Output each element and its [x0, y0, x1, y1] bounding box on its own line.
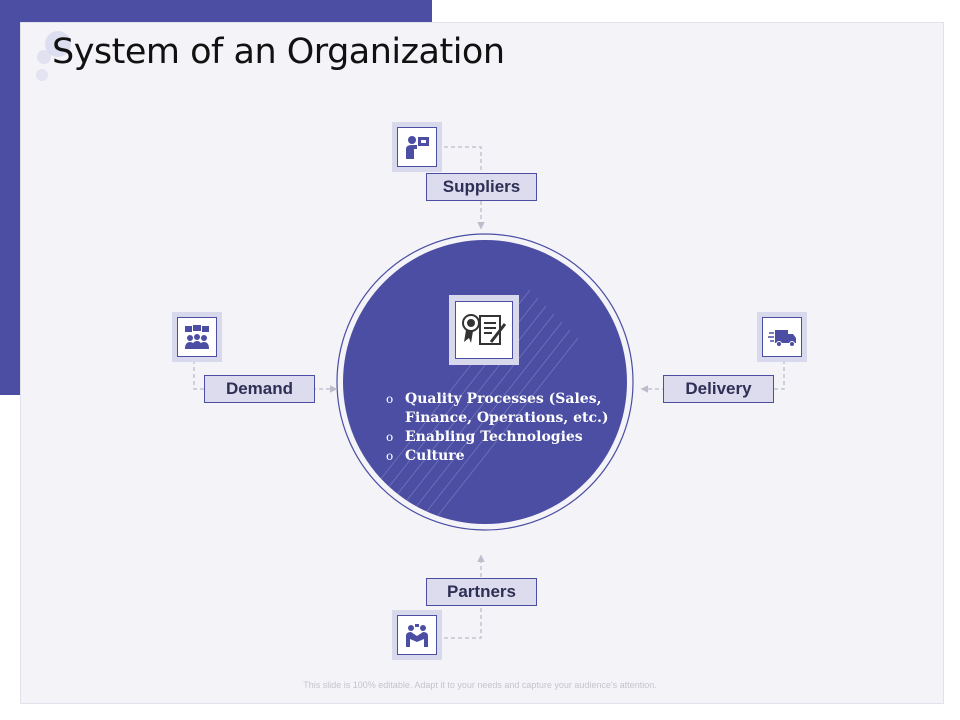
center-disk — [343, 240, 627, 524]
delivery-truck-icon — [768, 330, 796, 347]
suppliers-label: Suppliers — [426, 173, 537, 201]
presenter-icon — [406, 136, 429, 159]
demand-label: Demand — [204, 375, 315, 403]
bullet-marker: o — [386, 392, 394, 406]
center-icon-box — [449, 295, 519, 365]
bullet-marker: o — [386, 449, 394, 463]
suppliers-icon-box — [392, 122, 442, 172]
page-title: System of an Organization — [52, 32, 505, 72]
footer-note: This slide is 100% editable. Adapt it to… — [303, 680, 657, 690]
delivery-label: Delivery — [663, 375, 774, 403]
demand-icon-box — [172, 312, 222, 362]
connector-delivery — [640, 360, 785, 393]
team-network-icon — [185, 325, 209, 349]
partners-label: Partners — [426, 578, 537, 606]
certificate-icon — [462, 314, 507, 345]
bullet-marker: o — [386, 430, 394, 444]
delivery-icon-box — [757, 312, 807, 362]
connector-suppliers — [444, 146, 485, 230]
decorative-dots — [36, 31, 71, 81]
connector-demand — [193, 360, 338, 393]
handshake-icon — [406, 624, 428, 647]
outer-ring — [336, 233, 634, 531]
partners-icon-box — [392, 610, 442, 660]
